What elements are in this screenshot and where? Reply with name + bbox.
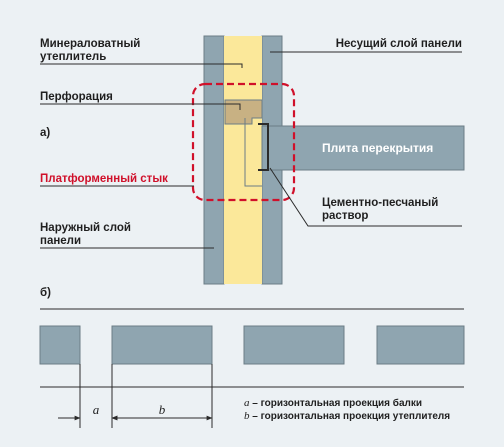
legend-text-a: – горизонтальная проекция балки	[250, 397, 423, 409]
mortar-layer	[258, 123, 269, 171]
label-platform-joint: Платформенный стык	[40, 173, 168, 185]
dim-label-b: b	[159, 402, 166, 417]
legend-text-b: – горизонтальная проекция утеплителя	[250, 411, 451, 422]
label-mortar-1: Цементно-песчаный	[322, 197, 438, 209]
legend: a – горизонтальная проекция балки b – го…	[244, 397, 450, 422]
platform-joint-outline	[191, 82, 296, 202]
label-bearing-layer: Несущий слой панели	[336, 38, 462, 50]
wall-section	[191, 35, 465, 285]
insulation-projection-1	[39, 325, 81, 365]
legend-key-b: b	[244, 410, 250, 422]
leader-mineral-wool	[40, 63, 243, 68]
legend-item-b: b – горизонтальная проекция утеплителя	[244, 410, 450, 422]
leader-lines	[40, 51, 462, 249]
label-mineral-wool-2: утеплитель	[40, 51, 106, 63]
plan-strip	[39, 308, 465, 388]
label-perforation: Перфорация	[40, 91, 113, 103]
outer-panel-layer	[203, 35, 225, 285]
insulation-notch	[244, 118, 262, 187]
insulation-projection-2	[111, 325, 213, 365]
label-outer-layer-2: панели	[40, 235, 81, 247]
dim-label-a: a	[93, 402, 100, 417]
dimension-lines	[58, 364, 213, 428]
legend-item-a: a – горизонтальная проекция балки	[244, 397, 422, 409]
label-floor-slab: Плита перекрытия	[322, 141, 433, 155]
label-outer-layer-1: Наружный слой	[40, 222, 131, 234]
perforation-element	[224, 99, 263, 125]
insulation-projection-3	[243, 325, 345, 365]
legend-key-a: a	[244, 397, 250, 409]
insulation-projection-4	[376, 325, 465, 365]
part-a-marker: а)	[40, 127, 50, 139]
label-mineral-wool-1: Минераловатный	[40, 38, 140, 50]
leader-mortar	[269, 167, 462, 227]
part-b-marker: б)	[40, 287, 51, 299]
floor-slab	[261, 125, 465, 171]
label-mortar-2: раствор	[322, 210, 368, 222]
mineral-wool-insulation	[224, 36, 262, 284]
leader-perforation	[40, 103, 241, 110]
